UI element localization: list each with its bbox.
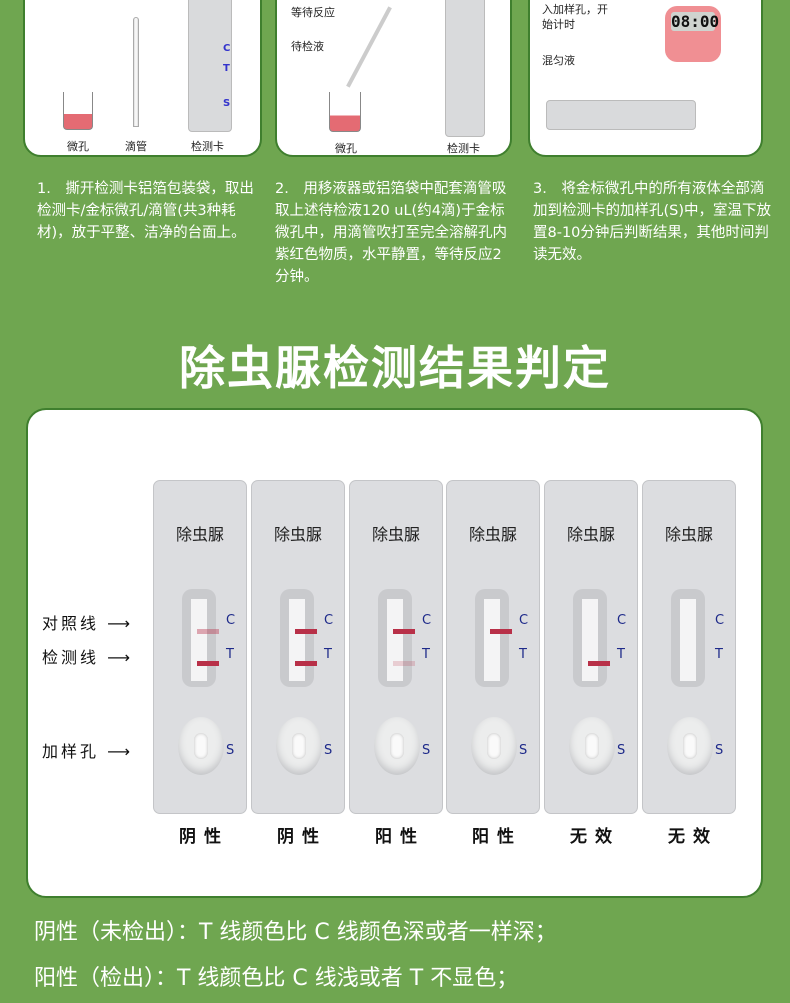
cassette-icon: [445, 0, 485, 137]
label-microwell: 微孔: [335, 142, 357, 155]
timer-icon: 08:00: [665, 6, 721, 62]
strip-name: 除虫脲: [664, 525, 713, 544]
s-label: S: [226, 743, 235, 758]
cassette-icon: C T S: [188, 0, 232, 132]
result-label: 阴性: [179, 827, 229, 847]
test-strip: 除虫脲 C T S: [349, 480, 443, 814]
result-window: [475, 589, 512, 687]
c-label: C: [226, 613, 236, 628]
sample-well: [276, 717, 322, 775]
c-label: C: [715, 613, 725, 628]
t-label: T: [422, 647, 430, 662]
c-label: C: [223, 43, 231, 54]
s-label: S: [617, 743, 626, 758]
t-label: T: [715, 647, 723, 662]
s-label: S: [519, 743, 528, 758]
sample-well: [374, 717, 420, 775]
step3-caption: 入加样孔，开始计时: [542, 2, 608, 32]
result-label: 阳性: [472, 827, 522, 847]
side-label-control: 对照线 ⟶: [42, 614, 134, 633]
result-label: 阴性: [277, 827, 327, 847]
strip-name: 除虫脲: [371, 525, 420, 544]
strip-name: 除虫脲: [273, 525, 322, 544]
step3-image: 入加样孔，开始计时 混匀液 08:00: [528, 0, 763, 157]
dropper-icon: [133, 17, 139, 127]
s-label: S: [422, 743, 431, 758]
microwell-icon: [63, 92, 93, 130]
result-label: 无效: [668, 827, 718, 847]
result-window: [378, 589, 415, 687]
step2-caption: 等待反应: [291, 6, 335, 19]
t-label: T: [226, 647, 234, 662]
label-dropper: 滴管: [125, 140, 147, 153]
test-strip: 除虫脲 C T S: [642, 480, 736, 814]
callout-mix: 混匀液: [542, 54, 575, 67]
sample-well: [667, 717, 713, 775]
side-label-test: 检测线 ⟶: [42, 648, 134, 667]
s-label: S: [223, 98, 231, 109]
t-label: T: [223, 63, 230, 74]
step1-text: 1. 撕开检测卡铝箔包装袋，取出检测卡/金标微孔/滴管(共3种耗材)，放于平整、…: [37, 181, 254, 241]
label-cassette: 检测卡: [191, 140, 224, 153]
label-cassette: 检测卡: [447, 142, 480, 155]
test-strip: 除虫脲 C T S: [153, 480, 247, 814]
step2-image: 等待反应 待检液 微孔 检测卡: [275, 0, 512, 157]
test-line: [197, 661, 219, 666]
c-label: C: [519, 613, 529, 628]
control-line: [393, 629, 415, 634]
s-label: S: [324, 743, 333, 758]
t-label: T: [324, 647, 332, 662]
negative-rule: 阴性（未检出）：T 线颜色比 C 线颜色深或者一样深；: [34, 920, 557, 945]
c-label: C: [422, 613, 432, 628]
results-board: 对照线 ⟶ 检测线 ⟶ 加样孔 ⟶ 除虫脲 C T S 阴性 除虫脲 C T S 阴性…: [26, 408, 763, 898]
cassette-icon: [546, 100, 696, 130]
result-label: 阳性: [375, 827, 425, 847]
c-label: C: [617, 613, 627, 628]
test-line: [393, 661, 415, 666]
test-line: [295, 661, 317, 666]
dropper-icon: [346, 6, 392, 88]
c-label: C: [324, 613, 334, 628]
microwell-icon: [329, 92, 361, 132]
test-strip: 除虫脲 C T S: [544, 480, 638, 814]
label-microwell: 微孔: [67, 140, 89, 153]
strip-name: 除虫脲: [566, 525, 615, 544]
side-label-sample: 加样孔 ⟶: [42, 742, 134, 761]
result-label: 无效: [570, 827, 620, 847]
step3-caption-line1: 入加样孔，开: [542, 3, 608, 16]
step3-caption-line2: 始计时: [542, 18, 575, 31]
sample-well: [178, 717, 224, 775]
timer-display: 08:00: [671, 12, 720, 31]
sample-well: [471, 717, 517, 775]
control-line: [490, 629, 512, 634]
control-line: [295, 629, 317, 634]
callout-sample: 待检液: [291, 40, 324, 53]
step2-text: 2. 用移液器或铝箔袋中配套滴管吸取上述待检液120 uL(约4滴)于金标微孔中…: [275, 181, 507, 285]
t-label: T: [519, 647, 527, 662]
result-window: [280, 589, 317, 687]
result-window: [573, 589, 610, 687]
strip-name: 除虫脲: [175, 525, 224, 544]
sample-well: [569, 717, 615, 775]
step1-image: C T S 微孔 滴管 检测卡: [23, 0, 262, 157]
t-label: T: [617, 647, 625, 662]
result-window: [182, 589, 219, 687]
test-line: [588, 661, 610, 666]
s-label: S: [715, 743, 724, 758]
control-line: [197, 629, 219, 634]
strip-name: 除虫脲: [468, 525, 517, 544]
step3-text: 3. 将金标微孔中的所有液体全部滴加到检测卡的加样孔(S)中，室温下放置8-10…: [533, 181, 772, 263]
test-strip: 除虫脲 C T S: [251, 480, 345, 814]
test-strip: 除虫脲 C T S: [446, 480, 540, 814]
section-title: 除虫脲检测结果判定: [179, 341, 611, 395]
positive-rule: 阳性（检出）：T 线颜色比 C 线浅或者 T 不显色；: [34, 966, 519, 991]
result-window: [671, 589, 705, 687]
